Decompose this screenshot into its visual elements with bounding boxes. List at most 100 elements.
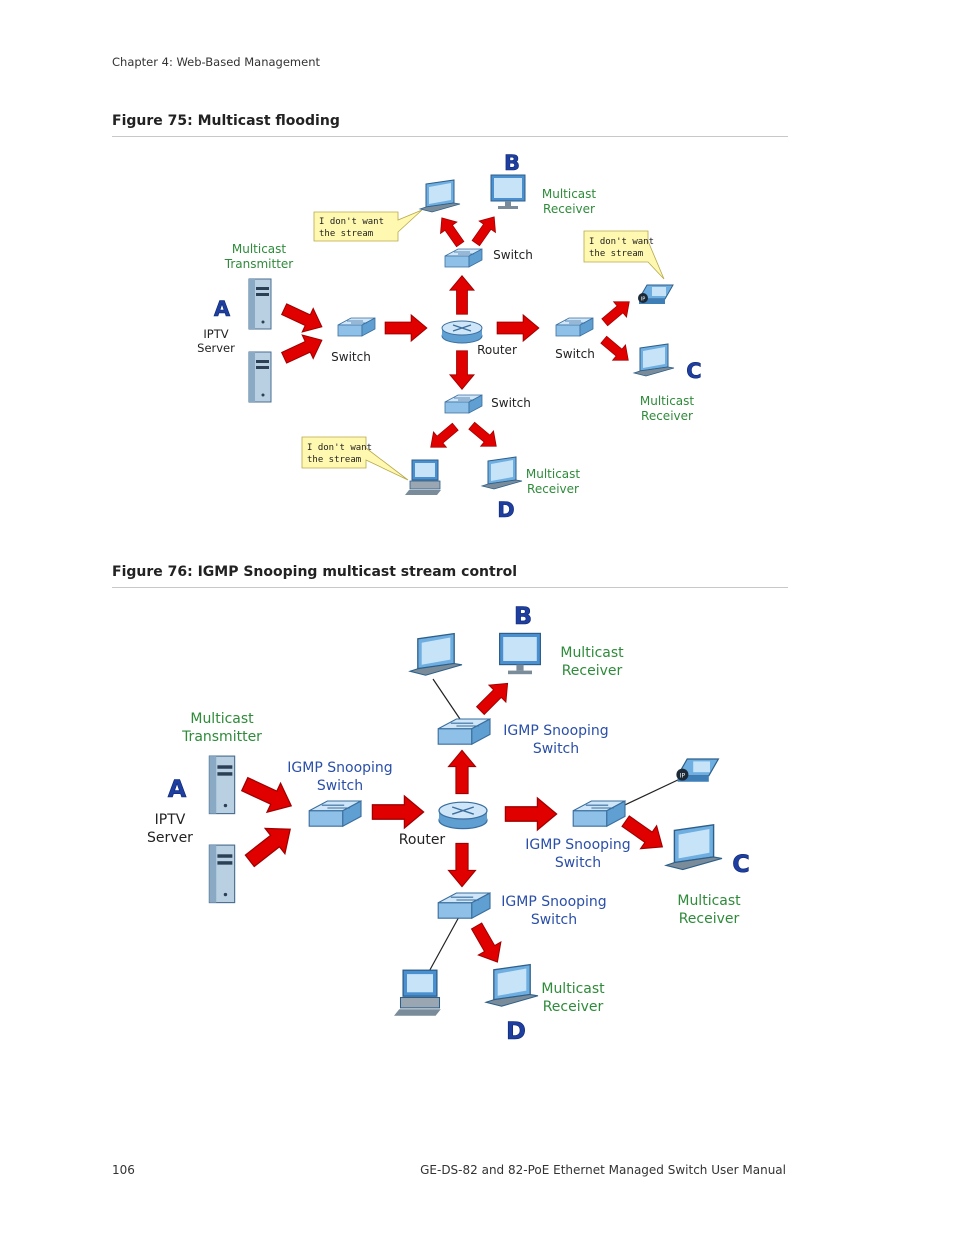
fig76-switch-left-line1: IGMP Snooping — [287, 760, 392, 776]
fig76-router-icon — [438, 801, 488, 830]
fig76-switch-bottom-line2: Switch — [531, 912, 577, 928]
fig75-monitor-b-icon — [490, 174, 526, 210]
fig75-arrow-router-right — [496, 314, 540, 342]
fig76-receiver-d-line2: Receiver — [543, 999, 604, 1015]
fig76-switch-right-line1: IGMP Snooping — [525, 837, 630, 853]
fig76-transmitter-line2: Transmitter — [181, 729, 262, 745]
figure-75-diagram: IP B A C D Multicast Receiver Multicast … — [0, 140, 954, 530]
fig76-router-label: Router — [399, 832, 446, 848]
fig75-bubble-d-line1: I don't want — [307, 443, 372, 453]
fig76-laptop-d-icon — [485, 963, 539, 1007]
fig75-arrow-to-monitor-b — [467, 210, 503, 250]
fig75-arrow-to-laptop-c — [596, 331, 636, 369]
fig76-line-laptop-b — [432, 678, 463, 723]
fig76-arrow-to-monitor-b — [471, 674, 517, 720]
fig75-receiver-d-line2: Receiver — [527, 482, 579, 496]
fig75-bubble-d-line2: the stream — [307, 455, 361, 465]
fig76-pc-d-icon — [393, 969, 442, 1017]
fig76-switch-bottom-icon — [437, 892, 491, 919]
fig76-server-line1: IPTV — [155, 812, 186, 828]
fig76-server-2-icon — [208, 844, 236, 904]
fig75-bubble-b-line2: the stream — [319, 229, 373, 239]
fig75-ip-phone-icon — [637, 284, 674, 305]
fig76-letter-b: B — [514, 602, 532, 630]
fig76-server-line2: Server — [147, 830, 193, 846]
fig76-switch-right-icon — [572, 800, 626, 827]
fig75-receiver-c-line2: Receiver — [641, 409, 693, 423]
fig75-router-label: Router — [477, 343, 517, 357]
fig75-arrow-to-laptop-b — [433, 211, 469, 251]
fig76-switch-top-line2: Switch — [533, 741, 579, 757]
fig75-laptop-d-icon — [481, 456, 523, 490]
fig76-transmitter-line1: Multicast — [190, 711, 254, 727]
chapter-header: Chapter 4: Web-Based Management — [112, 55, 321, 69]
fig75-receiver-b-line2: Receiver — [543, 202, 595, 216]
fig75-bubble-d: I don't want the stream — [301, 436, 409, 481]
fig76-switch-top-line1: IGMP Snooping — [503, 723, 608, 739]
fig75-server-2-icon — [248, 351, 272, 403]
fig75-bubble-c: I don't want the stream — [583, 230, 665, 280]
manual-title: GE-DS-82 and 82-PoE Ethernet Managed Swi… — [420, 1163, 786, 1177]
fig76-server-1-icon — [208, 755, 236, 815]
fig75-arrow-router-up — [449, 275, 475, 315]
fig75-arrow-router-down — [449, 350, 475, 390]
fig76-receiver-d-line1: Multicast — [541, 981, 605, 997]
fig75-receiver-c-line1: Multicast — [640, 394, 695, 408]
figure-76-diagram: B A C D Multicast Receiver Multicast Tra… — [0, 592, 954, 1052]
fig75-laptop-c-icon — [633, 343, 675, 377]
fig76-receiver-b-line1: Multicast — [560, 645, 624, 661]
fig75-letter-a: A — [214, 297, 231, 321]
fig75-bubble-c-line1: I don't want — [589, 237, 654, 247]
fig76-arrow-switch-router — [371, 795, 425, 829]
fig75-arrow-server2-switch — [278, 327, 328, 371]
fig76-arrow-router-right — [504, 797, 558, 831]
fig75-letter-c: C — [686, 359, 701, 383]
fig75-laptop-b-icon — [419, 179, 461, 213]
fig75-switch-left-icon — [337, 317, 376, 337]
fig75-transmitter-line2: Transmitter — [224, 257, 294, 271]
figure-75-title: Figure 75: Multicast flooding — [112, 113, 340, 129]
fig75-server-1-icon — [248, 278, 272, 330]
fig75-server-line1: IPTV — [203, 327, 228, 341]
figure-76-title: Figure 76: IGMP Snooping multicast strea… — [112, 564, 518, 580]
fig76-monitor-b-icon — [499, 632, 542, 675]
fig75-switch-right-icon — [555, 317, 594, 337]
fig75-switch-bottom-icon — [444, 394, 483, 414]
page-number: 106 — [112, 1163, 135, 1177]
fig76-arrow-server1-switch — [237, 769, 299, 821]
fig75-receiver-b-line1: Multicast — [542, 187, 597, 201]
fig76-switch-bottom-line1: IGMP Snooping — [501, 894, 606, 910]
fig75-switch-right-label: Switch — [555, 347, 595, 361]
fig76-receiver-c-line2: Receiver — [679, 911, 740, 927]
figure-75-rule — [112, 136, 788, 137]
fig76-receiver-b-line2: Receiver — [562, 663, 623, 679]
fig75-arrow-to-pc-d — [423, 418, 463, 456]
fig76-switch-left-icon — [308, 800, 362, 827]
fig75-letter-d: D — [497, 498, 514, 522]
fig76-arrow-router-down — [447, 842, 477, 888]
fig76-ip-phone-icon — [675, 758, 720, 783]
fig76-letter-d: D — [506, 1017, 526, 1045]
fig76-laptop-b-icon — [409, 632, 463, 676]
fig76-receiver-c-line1: Multicast — [677, 893, 741, 909]
fig75-switch-bottom-label: Switch — [491, 396, 531, 410]
fig75-arrow-server1-switch — [278, 296, 328, 340]
fig75-router-icon — [441, 320, 483, 344]
fig75-arrow-switch-router — [384, 314, 428, 342]
fig75-arrow-to-laptop-d — [464, 417, 504, 455]
fig76-switch-left-line2: Switch — [317, 778, 363, 794]
fig75-switch-top-icon — [444, 248, 483, 268]
fig75-switch-top-label: Switch — [493, 248, 533, 262]
fig76-laptop-c-icon — [665, 824, 723, 871]
fig76-switch-top-icon — [437, 718, 491, 745]
fig75-bubble-b-line1: I don't want — [319, 217, 384, 227]
fig75-arrow-to-phone — [597, 293, 637, 331]
fig75-pc-d-icon — [404, 459, 442, 496]
fig75-letter-b: B — [504, 151, 520, 175]
fig76-arrow-router-up — [447, 749, 477, 795]
fig75-receiver-d-line1: Multicast — [526, 467, 581, 481]
fig75-server-line2: Server — [197, 341, 235, 355]
figure-76-rule — [112, 587, 788, 588]
fig75-bubble-b: I don't want the stream — [313, 209, 423, 242]
fig76-letter-c: C — [732, 850, 750, 878]
